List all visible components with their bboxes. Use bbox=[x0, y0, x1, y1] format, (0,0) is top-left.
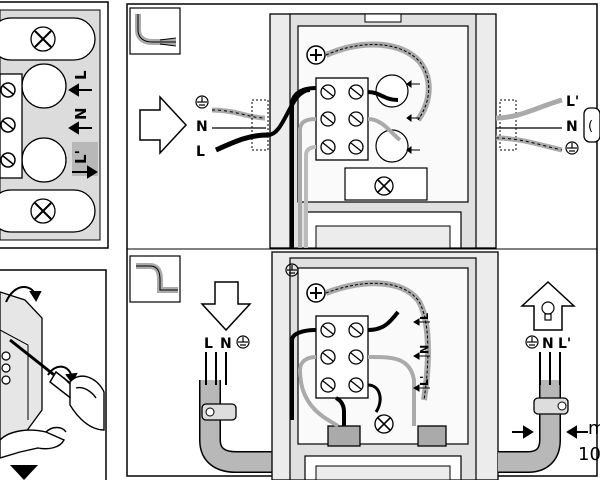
lamp-icon bbox=[541, 301, 555, 321]
screw-icon bbox=[374, 176, 394, 196]
bottom-wiring-step: L N bbox=[129, 251, 600, 480]
arrow-left-icon bbox=[406, 80, 420, 154]
ground-screw bbox=[306, 283, 326, 303]
arrow-down-icon bbox=[10, 465, 38, 480]
ground-screw bbox=[306, 45, 326, 65]
terminal-label-l-prime: L' bbox=[72, 150, 90, 164]
arrow-right-icon bbox=[139, 95, 188, 155]
arrow-down-icon bbox=[200, 281, 252, 332]
ground-symbol bbox=[236, 335, 250, 349]
cable-note-line2: 10 bbox=[578, 444, 600, 465]
output-label-l-prime: L' bbox=[558, 336, 571, 352]
terminal-label-l: L bbox=[72, 70, 90, 80]
input-label-n: N bbox=[220, 336, 232, 352]
board-label-l: L bbox=[418, 313, 431, 320]
screw-icon bbox=[30, 198, 56, 224]
output-label-n: N bbox=[542, 336, 554, 352]
left-screwdriver-panel bbox=[0, 269, 107, 480]
top-wiring-step: N L bbox=[129, 7, 600, 249]
hand-icon bbox=[69, 375, 105, 431]
wire-preparation-icon bbox=[129, 7, 181, 55]
screw-icon bbox=[374, 414, 394, 434]
screw-icon bbox=[30, 26, 56, 52]
ground-symbol bbox=[285, 263, 299, 277]
ground-symbol bbox=[565, 141, 579, 155]
input-label-l: L bbox=[196, 144, 205, 160]
arrow-up-house-icon bbox=[520, 280, 576, 331]
terminal-screw bbox=[0, 82, 16, 168]
input-label-n: N bbox=[196, 119, 208, 135]
arrow-left-icon bbox=[68, 83, 98, 179]
hand-icon bbox=[0, 426, 67, 459]
wire-preparation-icon bbox=[129, 255, 181, 303]
ground-symbol bbox=[525, 335, 539, 349]
left-terminal-closeup-panel: L N L' bbox=[0, 1, 109, 249]
dimension-arrow bbox=[512, 425, 588, 439]
board-label-l-prime: L' bbox=[418, 376, 431, 386]
ground-symbol bbox=[195, 95, 209, 109]
output-label-n: N bbox=[566, 119, 578, 135]
board-label-n: N bbox=[418, 345, 431, 354]
partial-box-glyph: ( bbox=[588, 119, 593, 134]
cable-note-line1: m bbox=[588, 418, 600, 439]
terminal-label-n: N bbox=[72, 107, 90, 120]
arrow-left-icon bbox=[413, 318, 430, 392]
input-label-l: L bbox=[204, 336, 213, 352]
output-label-l-prime: L' bbox=[566, 94, 579, 110]
